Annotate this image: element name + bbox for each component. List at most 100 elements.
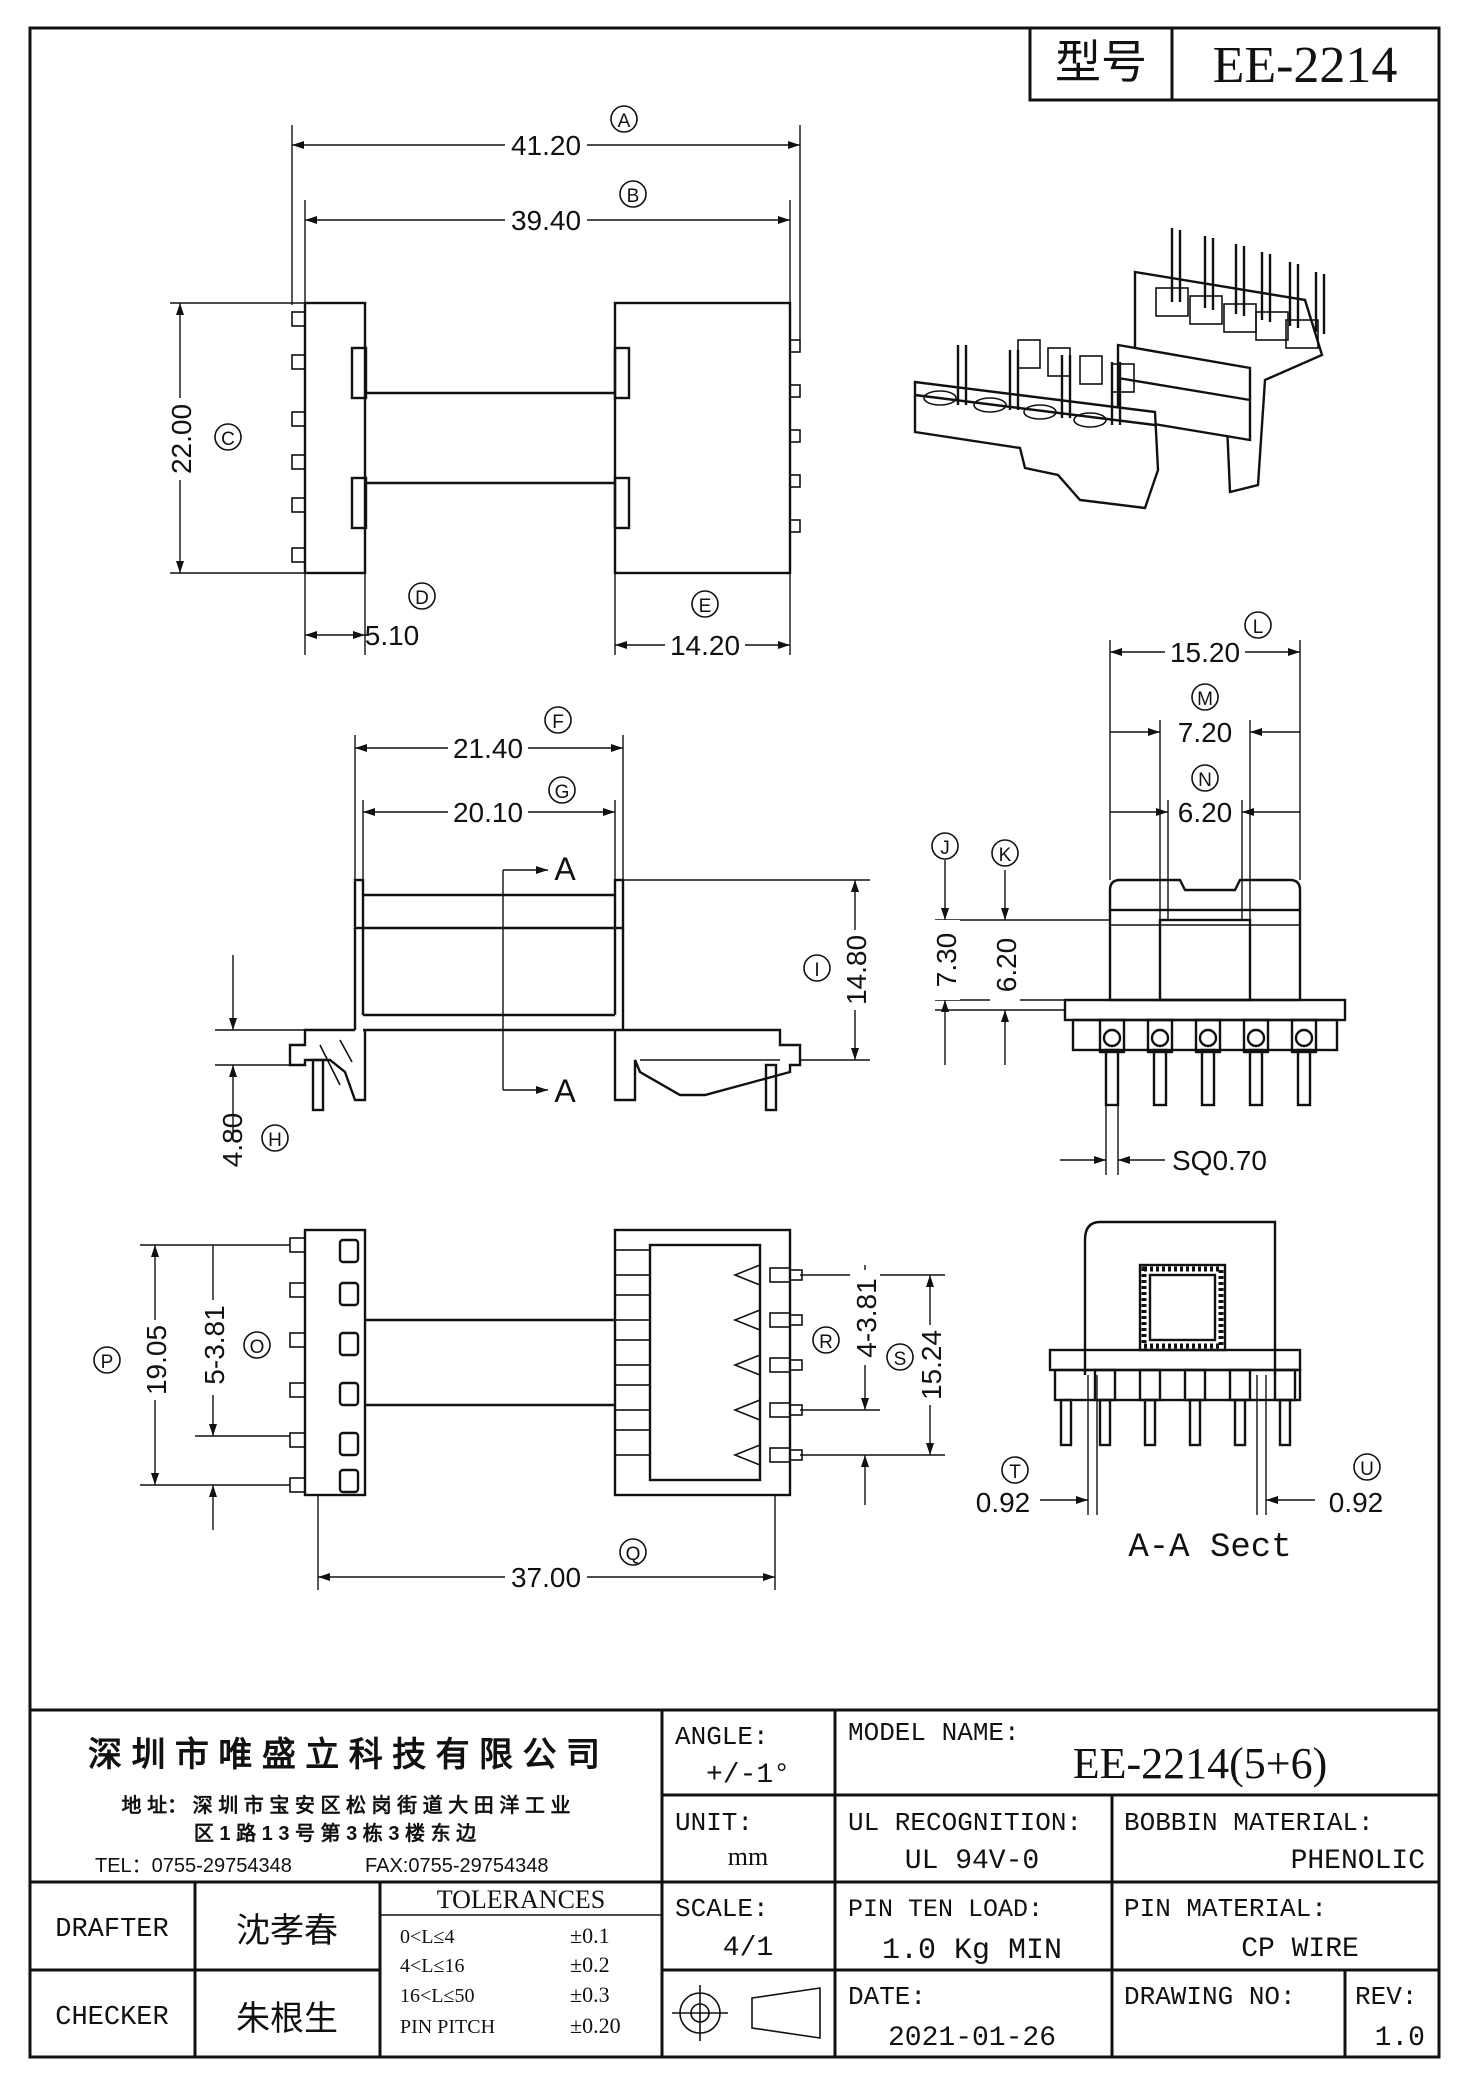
pin-size-label: SQ0.70 bbox=[1172, 1145, 1267, 1176]
drawing-no-label: DRAWING NO: bbox=[1124, 1982, 1296, 2012]
bobbin-material-value: PHENOLIC bbox=[1291, 1846, 1425, 1877]
checker-name: 朱根生 bbox=[236, 2000, 338, 2038]
dim-L-value: 15.20 bbox=[1170, 637, 1240, 668]
dim-C-letter: C bbox=[221, 429, 235, 450]
tolerance-range-2: 4<L≤16 bbox=[400, 1955, 464, 1977]
dim-B-bubble bbox=[619, 180, 647, 208]
dim-J-value: 7.30 bbox=[931, 933, 962, 988]
dim-D-bubble bbox=[408, 582, 436, 610]
dim-M-letter: M bbox=[1197, 689, 1213, 710]
dim-I-value: 14.80 bbox=[841, 935, 872, 1005]
dim-D-letter: D bbox=[415, 588, 429, 609]
angle-value: +/-1° bbox=[706, 1760, 790, 1791]
dim-P-letter: P bbox=[101, 1352, 114, 1373]
dim-U-value: 0.92 bbox=[1329, 1487, 1384, 1518]
dim-F-letter: F bbox=[552, 712, 564, 733]
model-name-label: MODEL NAME: bbox=[848, 1718, 1020, 1748]
drafter-name: 沈孝春 bbox=[236, 1912, 338, 1950]
dim-S-bubble bbox=[886, 1343, 914, 1371]
dim-P-bubble bbox=[93, 1346, 121, 1374]
tolerances-label: TOLERANCES bbox=[437, 1885, 606, 1914]
dim-Q-letter: Q bbox=[626, 1544, 641, 1565]
dim-G-bubble bbox=[548, 776, 576, 804]
drafter-label: DRAFTER bbox=[55, 1915, 168, 1945]
pin-material-value: CP WIRE bbox=[1241, 1934, 1359, 1965]
section-title: A-A Sect bbox=[1128, 1529, 1291, 1567]
dim-A-letter: A bbox=[618, 111, 631, 132]
dim-F-value: 21.40 bbox=[453, 733, 523, 764]
dim-F-bubble bbox=[544, 706, 572, 734]
dim-U-bubble bbox=[1353, 1453, 1381, 1481]
dim-O-letter: O bbox=[250, 1337, 265, 1358]
section-view bbox=[1040, 1220, 1315, 1515]
dim-H-letter: H bbox=[268, 1130, 282, 1151]
dim-J-letter: J bbox=[940, 838, 950, 859]
address-line-2: 区 1 路 1 3 号 第 3 栋 3 楼 东 边 bbox=[194, 1821, 477, 1845]
projection-symbol-icon bbox=[672, 1985, 821, 2041]
dim-B-value: 39.40 bbox=[511, 205, 581, 236]
dim-B-letter: B bbox=[627, 186, 640, 207]
dim-G-value: 20.10 bbox=[453, 797, 523, 828]
dim-P-value: 19.05 bbox=[141, 1325, 172, 1395]
tolerance-range-4: PIN PITCH bbox=[400, 2016, 495, 2038]
tolerance-range-3: 16<L≤50 bbox=[400, 1985, 474, 2007]
date-value: 2021-01-26 bbox=[888, 2023, 1056, 2054]
dim-U-letter: U bbox=[1360, 1459, 1374, 1480]
dim-K-value: 6.20 bbox=[991, 938, 1022, 993]
bottom-view bbox=[140, 1228, 945, 1590]
isometric-view bbox=[913, 228, 1326, 510]
tolerance-value-2: ±0.2 bbox=[570, 1952, 610, 1977]
dim-K-bubble bbox=[991, 839, 1019, 867]
dim-A-value: 41.20 bbox=[511, 130, 581, 161]
pin-load-label: PIN TEN LOAD: bbox=[848, 1895, 1043, 1924]
dim-G-letter: G bbox=[555, 782, 570, 803]
dim-J-bubble bbox=[931, 832, 959, 860]
scale-value: 4/1 bbox=[723, 1933, 773, 1964]
dim-M-value: 7.20 bbox=[1178, 717, 1233, 748]
dim-E-letter: E bbox=[699, 596, 712, 617]
bobbin-material-label: BOBBIN MATERIAL: bbox=[1124, 1808, 1374, 1838]
dim-O-value: 5-3.81 bbox=[199, 1305, 230, 1384]
date-label: DATE: bbox=[848, 1982, 926, 2012]
dim-R-value: 4-3.81 bbox=[851, 1278, 882, 1357]
tolerance-value-3: ±0.3 bbox=[570, 1982, 610, 2007]
dim-E-bubble bbox=[691, 590, 719, 618]
dim-S-letter: S bbox=[894, 1349, 907, 1370]
dim-T-bubble bbox=[1001, 1456, 1029, 1484]
checker-label: CHECKER bbox=[55, 2003, 168, 2033]
rev-label: REV: bbox=[1355, 1982, 1417, 2012]
dim-N-letter: N bbox=[1198, 770, 1212, 791]
model-value: EE-2214 bbox=[1213, 37, 1398, 94]
dim-L-letter: L bbox=[1253, 617, 1264, 638]
unit-value: mm bbox=[728, 1842, 768, 1871]
tolerance-value-4: ±0.20 bbox=[570, 2013, 621, 2038]
front-view bbox=[215, 735, 870, 1140]
tolerance-value-1: ±0.1 bbox=[570, 1923, 610, 1948]
dim-L-bubble bbox=[1244, 611, 1272, 639]
tel: TEL：0755-29754348 bbox=[95, 1855, 292, 1877]
unit-label: UNIT: bbox=[675, 1808, 753, 1838]
angle-label: ANGLE: bbox=[675, 1722, 769, 1752]
model-name-value: EE-2214(5+6) bbox=[1073, 1739, 1328, 1788]
section-mark-bottom: A bbox=[554, 1073, 576, 1109]
dim-H-value: 4.80 bbox=[217, 1113, 248, 1168]
ul-label: UL RECOGNITION: bbox=[848, 1808, 1082, 1838]
pin-load-value: 1.0 Kg MIN bbox=[882, 1934, 1062, 1968]
dim-A-bubble bbox=[610, 105, 638, 133]
fax: FAX:0755-29754348 bbox=[365, 1855, 549, 1877]
dim-R-bubble bbox=[812, 1326, 840, 1354]
dim-Q-value: 37.00 bbox=[511, 1562, 581, 1593]
tolerance-range-1: 0<L≤4 bbox=[400, 1926, 454, 1948]
rev-value: 1.0 bbox=[1375, 2023, 1425, 2054]
model-label: 型号 bbox=[1055, 36, 1147, 88]
top-view bbox=[170, 125, 801, 655]
header-model-box: 型号 EE-2214 bbox=[1028, 26, 1441, 102]
pin-material-label: PIN MATERIAL: bbox=[1124, 1894, 1327, 1924]
dim-I-letter: I bbox=[814, 960, 819, 981]
company-name: 深 圳 市 唯 盛 立 科 技 有 限 公 司 bbox=[88, 1735, 600, 1774]
dim-R-letter: R bbox=[819, 1332, 833, 1353]
dim-C-bubble bbox=[214, 423, 242, 451]
dim-N-value: 6.20 bbox=[1178, 797, 1233, 828]
